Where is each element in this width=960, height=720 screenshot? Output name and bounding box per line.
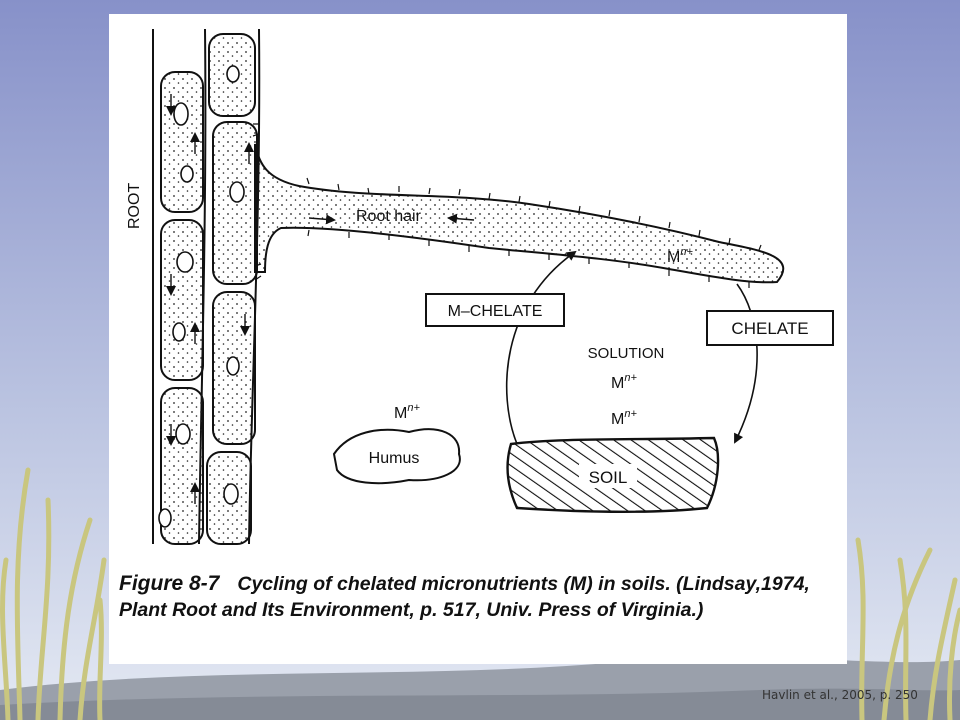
root-hair-fuzz: [252, 123, 762, 288]
root-label: ROOT: [126, 183, 143, 229]
metal-ion-solution-2: Mn+: [611, 408, 637, 428]
grass-right: [855, 537, 960, 720]
cytoplasm-flow-arrows: [166, 94, 475, 504]
cycle-arrow-right: [734, 283, 758, 444]
figure-number: Figure 8-7: [119, 572, 220, 595]
solution-label: SOLUTION: [588, 345, 665, 362]
m-chelate-box: M–CHELATE: [425, 293, 565, 327]
grass-left: [0, 467, 107, 720]
metal-ion-humus: Mn+: [394, 402, 420, 422]
m-chelate-label: M–CHELATE: [448, 303, 543, 320]
root-hair-label: Root hair: [356, 208, 422, 225]
ground-shadow: [0, 688, 960, 720]
metal-ion-roothair: Mn+: [667, 246, 693, 266]
root-hair: [254, 143, 785, 284]
soil-label-bg: [579, 464, 637, 488]
chelate-label: CHELATE: [731, 319, 808, 338]
humus-blob: [332, 428, 461, 485]
cell-nuclei: [158, 65, 245, 528]
figure-panel: ROOT Root hair Mn+ M–CHELATE CHELATE SOL…: [109, 14, 847, 664]
cycle-arrow-left: [505, 250, 577, 445]
chelate-cycling-diagram: ROOT Root hair Mn+ M–CHELATE CHELATE SOL…: [126, 28, 834, 545]
soil-label: SOIL: [589, 468, 628, 487]
figure-caption-text: Cycling of chelated micronutrients (M) i…: [119, 573, 810, 621]
source-credit: Havlin et al., 2005, p. 250: [762, 688, 918, 702]
chelate-box: CHELATE: [706, 310, 834, 346]
metal-ion-solution-1: Mn+: [611, 372, 637, 392]
humus-label: Humus: [369, 450, 420, 467]
